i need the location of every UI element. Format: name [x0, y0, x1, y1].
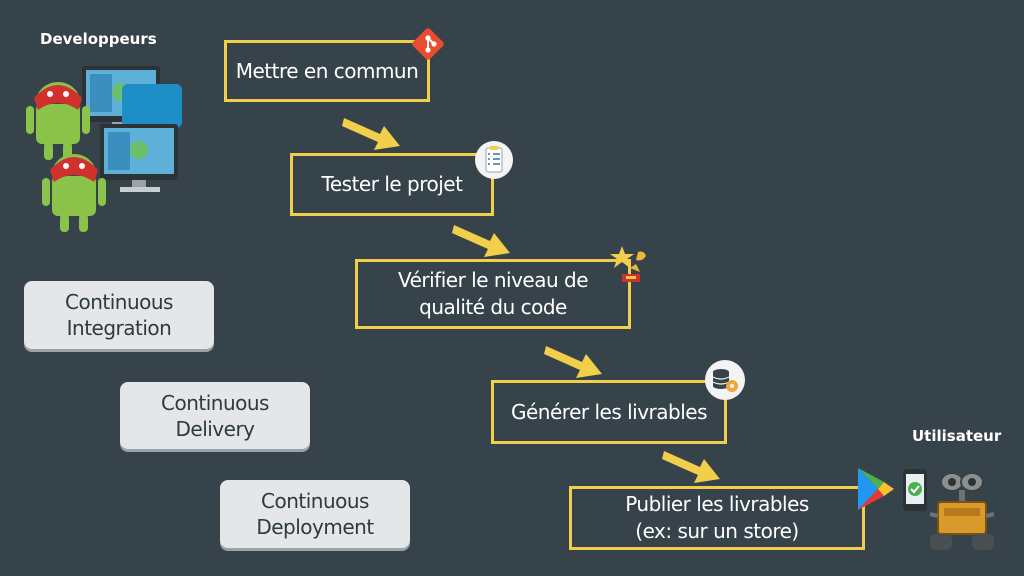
user-label: Utilisateur — [912, 427, 1002, 445]
step-publish: Publier les livrables (ex: sur un store) — [569, 486, 865, 550]
android-developer-icon — [26, 82, 90, 160]
arrow-right-down-icon — [342, 118, 400, 150]
continuous-integration-pill: Continuous Integration — [24, 281, 214, 349]
step-test: Tester le projet — [290, 153, 494, 216]
git-icon — [412, 28, 444, 60]
database-gear-icon — [705, 360, 745, 400]
pill-deployment-line1: Continuous — [261, 489, 369, 513]
developers-illustration — [26, 66, 182, 232]
play-store-icon — [858, 468, 894, 510]
continuous-deployment-pill: Continuous Deployment — [220, 480, 410, 548]
step-build: Générer les livrables — [491, 380, 727, 444]
pill-deployment-line2: Deployment — [256, 515, 374, 539]
arrow-right-down-icon — [662, 451, 720, 483]
step-quality-line2: qualité du code — [419, 295, 567, 319]
step-share: Mettre en commun — [224, 40, 430, 102]
pill-integration-line2: Integration — [66, 316, 172, 340]
step-test-text: Tester le projet — [321, 172, 463, 196]
phone-check-icon — [903, 469, 927, 511]
pill-delivery-line2: Delivery — [175, 416, 255, 441]
robot-user-icon — [929, 472, 995, 550]
trophy-icon — [610, 246, 646, 282]
pill-delivery-line1: Continuous — [161, 390, 269, 415]
android-developer-icon — [42, 154, 106, 232]
step-publish-line1: Publier les livrables — [625, 492, 809, 516]
step-quality-line1: Vérifier le niveau de — [397, 268, 589, 292]
step-build-text: Générer les livrables — [511, 399, 708, 424]
pill-integration-line1: Continuous — [65, 290, 173, 314]
step-quality: Vérifier le niveau de qualité du code — [355, 259, 631, 329]
continuous-delivery-pill: Continuous Delivery — [120, 382, 310, 449]
step-publish-line2: (ex: sur un store) — [635, 519, 799, 543]
arrow-right-down-icon — [452, 225, 510, 257]
step-share-text: Mettre en commun — [235, 58, 419, 83]
arrow-right-down-icon — [544, 346, 602, 378]
desktop-monitor-icon — [100, 124, 178, 192]
desktop-monitor-icon — [82, 66, 182, 134]
developers-label: Developpeurs — [40, 30, 157, 48]
checklist-icon — [475, 141, 513, 179]
